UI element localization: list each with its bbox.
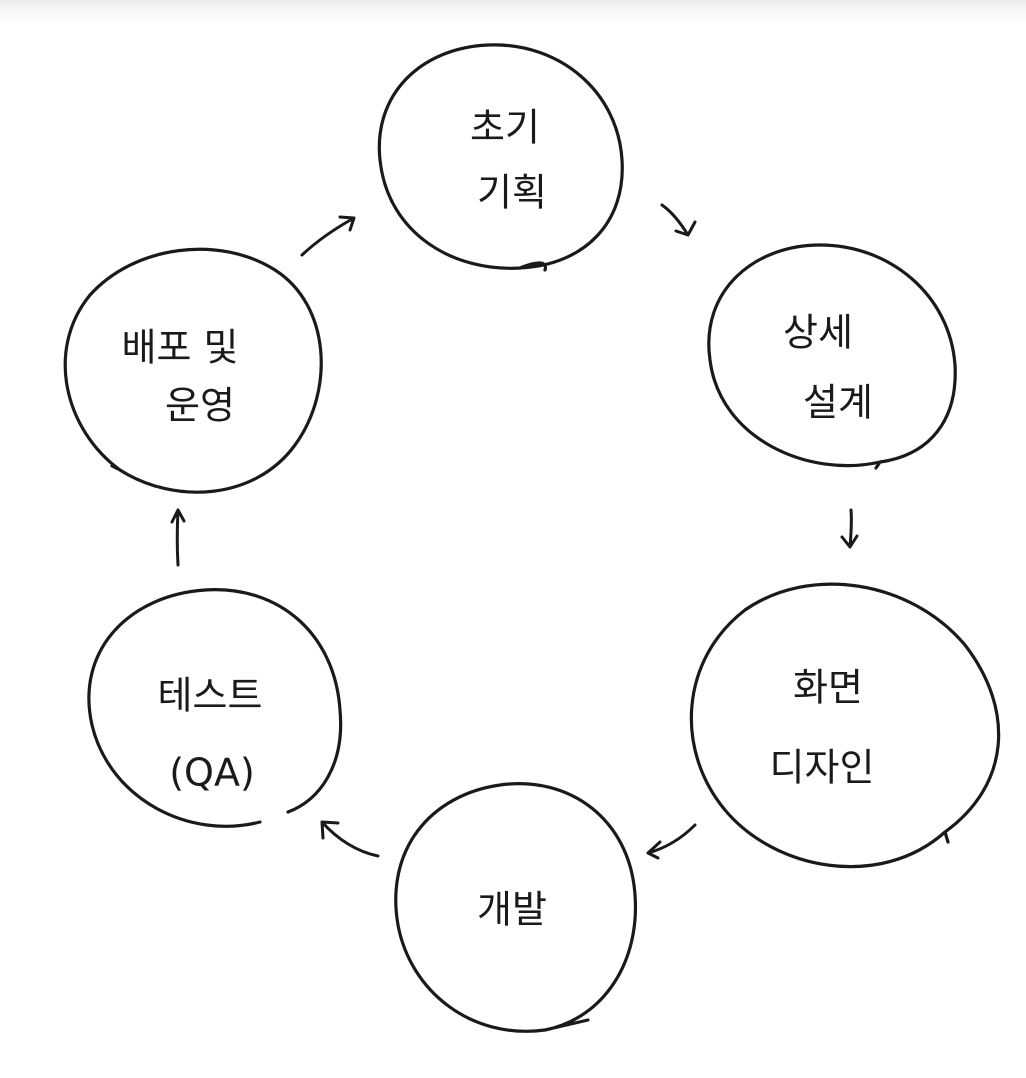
node-screen-design-label-1: 화면	[793, 666, 863, 710]
node-deploy-operate: 배포 및 운영	[63, 247, 323, 494]
arrow-icon	[840, 508, 859, 549]
node-testing-qa: 테스트 (QA)	[87, 588, 343, 828]
edge-development-to-testing-qa	[320, 820, 380, 858]
edge-detailed-design-to-screen-design	[840, 508, 859, 549]
edge-deploy-operate-to-initial-planning	[300, 215, 356, 257]
edge-screen-design-to-development	[646, 823, 697, 860]
node-detailed-design-circle	[707, 243, 957, 470]
node-testing-qa-circle	[87, 588, 343, 828]
node-detailed-design-label-1: 상세	[783, 311, 853, 355]
arrow-icon	[300, 215, 356, 257]
node-initial-planning-label-1: 초기	[470, 106, 540, 150]
arrow-icon	[660, 203, 697, 237]
arrow-icon	[320, 820, 380, 858]
node-detailed-design-label-2: 설계	[803, 381, 873, 425]
edge-initial-planning-to-detailed-design	[660, 203, 697, 237]
node-deploy-operate-label-2: 운영	[165, 384, 235, 428]
node-testing-qa-label-1: 테스트	[158, 674, 263, 718]
node-deploy-operate-label-1: 배포 및	[122, 326, 239, 370]
node-development: 개발	[394, 782, 638, 1033]
node-screen-design: 화면 디자인	[689, 582, 1001, 869]
node-initial-planning-label-2: 기획	[477, 171, 547, 215]
arrow-icon	[646, 823, 697, 860]
node-screen-design-label-2: 디자인	[770, 746, 875, 790]
node-deploy-operate-circle	[63, 247, 323, 494]
node-testing-qa-label-2: (QA)	[169, 751, 255, 795]
node-development-circle	[394, 782, 638, 1033]
node-development-label-1: 개발	[477, 888, 547, 932]
arrow-icon	[170, 508, 186, 567]
node-screen-design-circle	[689, 582, 1001, 869]
node-initial-planning-circle	[377, 43, 624, 272]
node-initial-planning: 초기 기획	[377, 43, 624, 272]
edge-testing-qa-to-deploy-operate	[170, 508, 186, 567]
node-detailed-design: 상세 설계	[707, 243, 957, 470]
